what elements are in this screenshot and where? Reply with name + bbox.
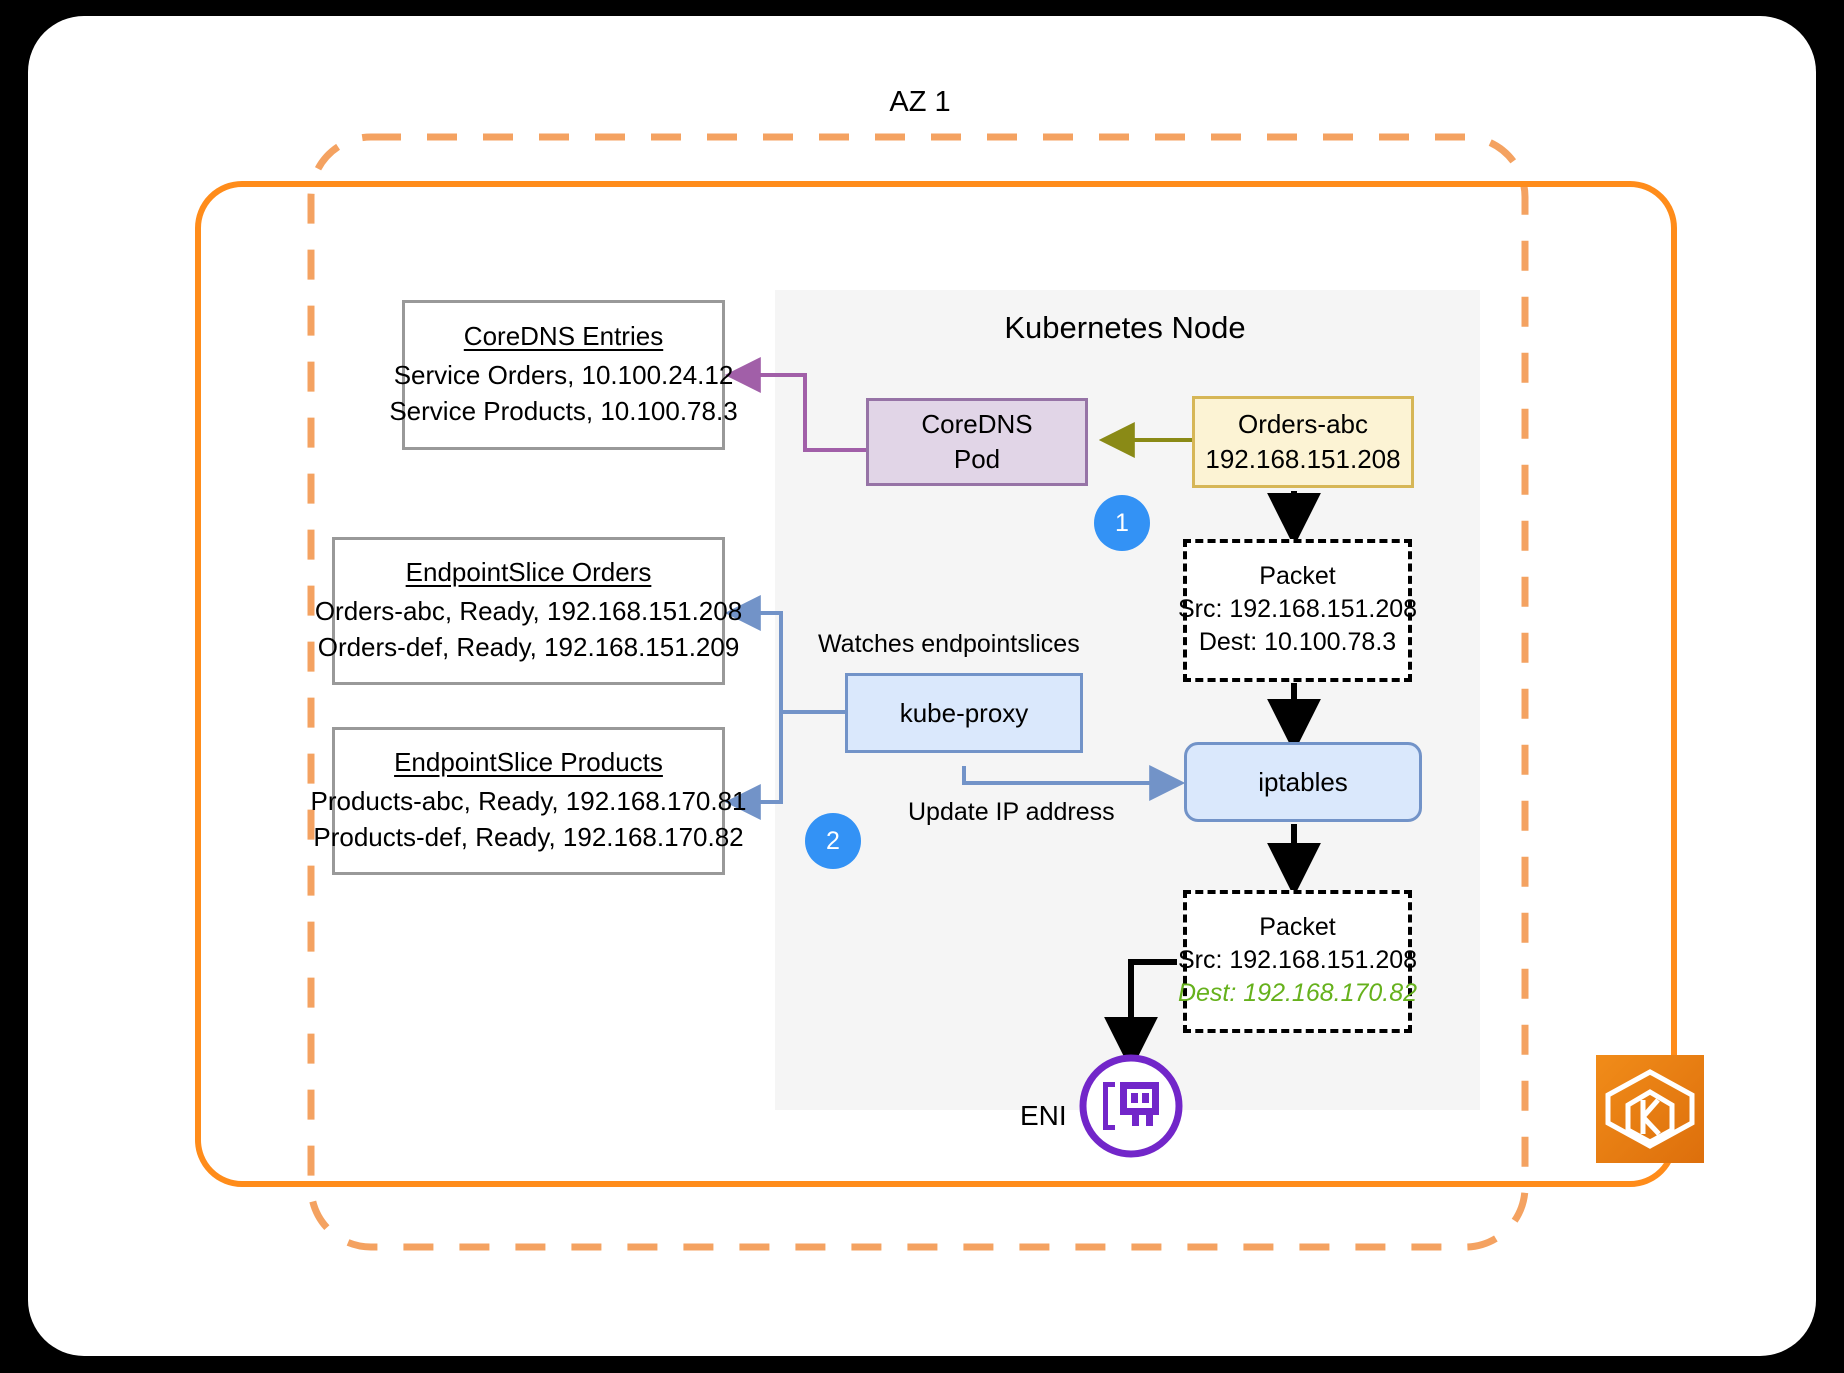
- endpointslice-orders-box: EndpointSlice Orders Orders-abc, Ready, …: [315, 537, 742, 685]
- packet-before-title: Packet: [1259, 561, 1336, 590]
- update-ip-address-label: Update IP address: [908, 798, 1115, 826]
- step-badge-2: 2: [805, 813, 861, 869]
- eni-label: ENI: [1020, 1100, 1067, 1131]
- endpointslice-products-box: EndpointSlice Products Products-abc, Rea…: [310, 727, 747, 875]
- endpointslice-products-title: EndpointSlice Products: [394, 746, 663, 777]
- packet-after-title: Packet: [1259, 912, 1336, 941]
- endpointslice-orders-line-2: Orders-def, Ready, 192.168.151.209: [317, 631, 740, 662]
- packet-before-box: Packet Src: 192.168.151.208 Dest: 10.100…: [1178, 539, 1417, 682]
- coredns-pod-line-1: CoreDNS: [921, 409, 1033, 440]
- coredns-entries-title: CoreDNS Entries: [463, 320, 664, 351]
- packet-after-src: Src: 192.168.151.208: [1177, 945, 1418, 974]
- orders-abc-pod-box: Orders-abc 192.168.151.208: [1192, 396, 1414, 488]
- orders-abc-pod-name: Orders-abc: [1237, 409, 1369, 440]
- coredns-pod-line-2: Pod: [953, 444, 1001, 474]
- packet-after-box: Packet Src: 192.168.151.208 Dest: 192.16…: [1178, 890, 1417, 1033]
- packet-before-src: Src: 192.168.151.208: [1177, 594, 1418, 623]
- coredns-entries-box: CoreDNS Entries Service Orders, 10.100.2…: [389, 300, 738, 450]
- coredns-entries-line-1: Service Orders, 10.100.24.12: [393, 359, 734, 390]
- endpointslice-products-line-2: Products-def, Ready, 192.168.170.82: [313, 821, 744, 852]
- kubernetes-node-title: Kubernetes Node: [1004, 310, 1246, 345]
- kube-proxy-label: kube-proxy: [899, 697, 1029, 728]
- watches-endpointslices-label: Watches endpointslices: [818, 630, 1080, 658]
- step-badge-1: 1: [1094, 495, 1150, 551]
- packet-after-dest: Dest: 192.168.170.82: [1177, 979, 1418, 1007]
- packet-before-dest: Dest: 10.100.78.3: [1198, 628, 1397, 656]
- iptables-box: iptables: [1184, 742, 1422, 822]
- endpointslice-products-line-1: Products-abc, Ready, 192.168.170.81: [310, 785, 747, 816]
- endpointslice-orders-line-1: Orders-abc, Ready, 192.168.151.208: [314, 595, 743, 626]
- endpointslice-orders-title: EndpointSlice Orders: [405, 556, 652, 587]
- az-title: AZ 1: [889, 86, 951, 118]
- coredns-entries-line-2: Service Products, 10.100.78.3: [389, 395, 738, 426]
- iptables-label: iptables: [1258, 766, 1348, 797]
- coredns-pod-box: CoreDNS Pod: [866, 398, 1088, 486]
- orders-abc-pod-ip: 192.168.151.208: [1205, 444, 1401, 474]
- kube-proxy-box: kube-proxy: [845, 673, 1083, 753]
